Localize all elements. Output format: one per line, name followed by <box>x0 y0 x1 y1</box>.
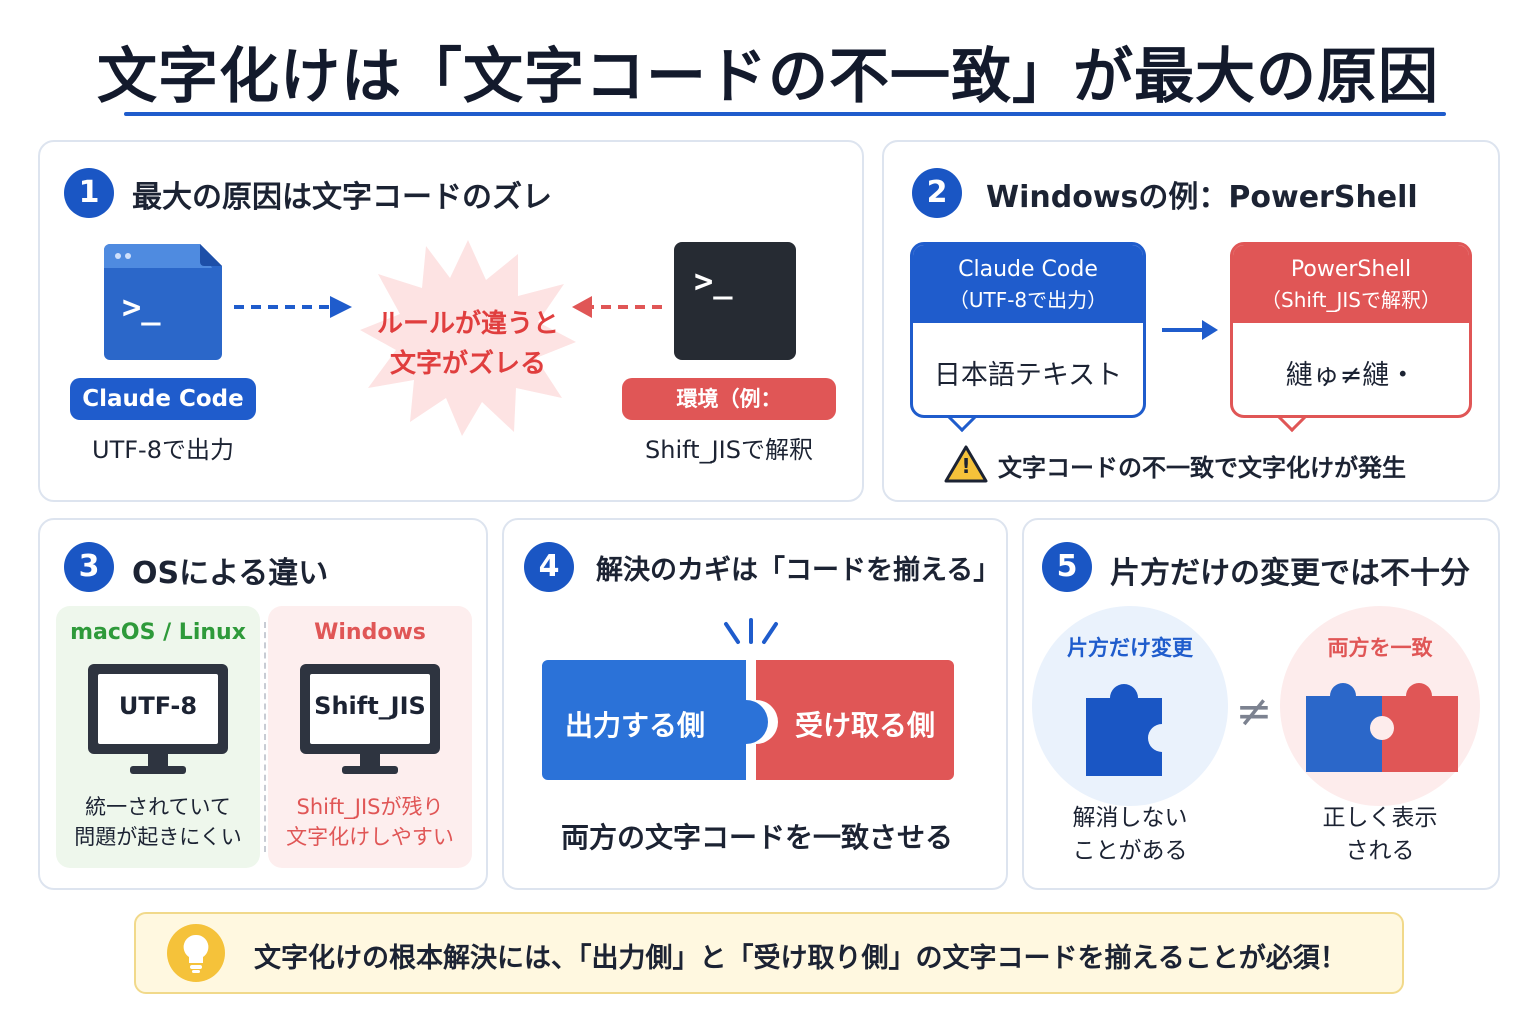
mac-linux-column: macOS / Linux UTF-8 統一されていて 問題が起きにくい <box>56 606 260 868</box>
desc-line-2: 文字化けしやすい <box>286 825 454 849</box>
mismatch-burst-icon <box>360 240 576 436</box>
interpret-arrow-icon <box>572 296 662 318</box>
burst-line-2: 文字がズレる <box>389 349 546 379</box>
both-sides-title: 両方を一致 <box>1327 636 1433 660</box>
panel-heading: Windowsの例：PowerShell <box>986 180 1418 215</box>
windows-description: Shift_JISが残り 文字化けしやすい <box>268 792 472 852</box>
panel-number-badge: 1 <box>64 168 114 218</box>
bubble-header-line-2: （Shift_JISで解釈） <box>1261 288 1441 312</box>
spark-lines-icon <box>724 618 778 644</box>
title-underline <box>124 112 1446 116</box>
panel-heading: 最大の原因は文字コードのズレ <box>132 180 552 215</box>
takeaway-text: 文字化けの根本解決には、「出力側」と「受け取り側」の文字コードを揃えることが必須… <box>254 943 1347 974</box>
bubble-header-line-2: （UTF-8で出力） <box>948 288 1108 312</box>
both-sides-description: 正しく表示 される <box>1280 802 1480 868</box>
panel-both-sides: 5 片方だけの変更では不十分 片方だけ変更 解消しない ことがある ≠ 両方を一… <box>1022 518 1500 890</box>
panel-number-badge: 2 <box>912 168 962 218</box>
desc-line-1: 解消しない <box>1072 805 1188 831</box>
panel-solution-key: 4 解決のカギは「コードを揃える」 出力する側 受け取る側 両方の文字コードを一… <box>502 518 1008 890</box>
windows-encoding: Shift_JIS <box>314 692 426 720</box>
warning-glyph: ! <box>961 454 971 478</box>
bubble-header-line-1: PowerShell <box>1290 257 1412 282</box>
solution-caption: 両方の文字コードを一致させる <box>560 821 953 854</box>
monitor-icon <box>300 664 440 774</box>
original-text: 日本語テキスト <box>933 360 1123 391</box>
monitor-icon <box>88 664 228 774</box>
desc-line-1: 正しく表示 <box>1322 805 1438 831</box>
claude-prompt-glyph: >_ <box>122 288 161 326</box>
terminal-prompt-glyph: >_ <box>694 262 733 300</box>
panel-heading: 片方だけの変更では不十分 <box>1110 556 1470 591</box>
panel-powershell-example: 2 Windowsの例：PowerShell Claude Code （UTF-… <box>882 140 1500 502</box>
environment-label: 環境（例：Windows） <box>622 378 836 453</box>
burst-text: ルールが違うと 文字がズレる <box>358 304 578 384</box>
windows-column: Windows Shift_JIS Shift_JISが残り 文字化けしやすい <box>268 606 472 868</box>
warning-icon <box>944 445 988 483</box>
panel-cause: 1 最大の原因は文字コードのズレ >_ ルールが違うと 文字がズレる >_ Cl… <box>38 140 864 502</box>
mac-linux-description: 統一されていて 問題が起きにくい <box>56 792 260 852</box>
warning-text: 文字コードの不一致で文字化けが発生 <box>998 454 1406 482</box>
claude-code-caption: UTF-8で出力 <box>92 436 234 464</box>
claude-output-bubble-header: Claude Code （UTF-8で出力） <box>913 245 1143 323</box>
burst-line-1: ルールが違うと <box>376 309 559 339</box>
panel-number-badge: 3 <box>64 542 114 592</box>
panel-heading: OSによる違い <box>132 556 329 591</box>
terminal-window-icon <box>674 242 796 360</box>
panel-number-badge: 4 <box>524 542 574 592</box>
claude-code-label: Claude Code <box>70 378 256 420</box>
one-side-title: 片方だけ変更 <box>1067 636 1193 660</box>
panel-heading: 解決のカギは「コードを揃える」 <box>596 555 1001 586</box>
panel-os-difference: 3 OSによる違い macOS / Linux UTF-8 統一されていて 問題… <box>38 518 488 890</box>
receive-side-piece: 受け取る側 <box>794 709 935 742</box>
windows-title: Windows <box>314 620 426 645</box>
garbled-text: 縺ゅ≠縺・ <box>1285 360 1417 391</box>
page-title: 文字化けは「文字コードの不一致」が最大の原因 <box>97 42 1439 112</box>
desc-line-2: ことがある <box>1072 838 1188 864</box>
desc-line-2: 問題が起きにくい <box>74 825 242 849</box>
mac-linux-title: macOS / Linux <box>70 620 246 645</box>
key-takeaway-banner: 文字化けの根本解決には、「出力側」と「受け取り側」の文字コードを揃えることが必須… <box>134 912 1404 994</box>
output-side-piece: 出力する側 <box>564 709 705 742</box>
powershell-bubble-header: PowerShell （Shift_JISで解釈） <box>1233 245 1469 323</box>
mac-linux-encoding: UTF-8 <box>118 692 198 720</box>
claude-output-bubble: Claude Code （UTF-8で出力） 日本語テキスト <box>910 242 1146 418</box>
one-side-description: 解消しない ことがある <box>1032 802 1228 868</box>
environment-caption: Shift_JISで解釈 <box>645 436 813 464</box>
joined-puzzle-pieces-icon <box>1306 683 1458 772</box>
not-equal-sign: ≠ <box>1235 686 1273 737</box>
panel-number-badge: 5 <box>1042 542 1092 592</box>
claude-code-window-icon <box>104 244 222 360</box>
lightbulb-icon <box>167 924 225 982</box>
single-puzzle-piece-icon <box>1086 684 1162 776</box>
desc-line-1: Shift_JISが残り <box>296 795 444 819</box>
output-arrow-icon <box>234 296 352 318</box>
conversion-arrow-icon <box>1162 320 1218 340</box>
powershell-bubble: PowerShell （Shift_JISで解釈） 縺ゅ≠縺・ <box>1230 242 1472 418</box>
desc-line-2: される <box>1345 838 1415 864</box>
desc-line-1: 統一されていて <box>85 795 231 819</box>
column-divider <box>264 622 266 852</box>
puzzle-pieces-icon <box>542 660 954 780</box>
bubble-header-line-1: Claude Code <box>958 257 1098 282</box>
